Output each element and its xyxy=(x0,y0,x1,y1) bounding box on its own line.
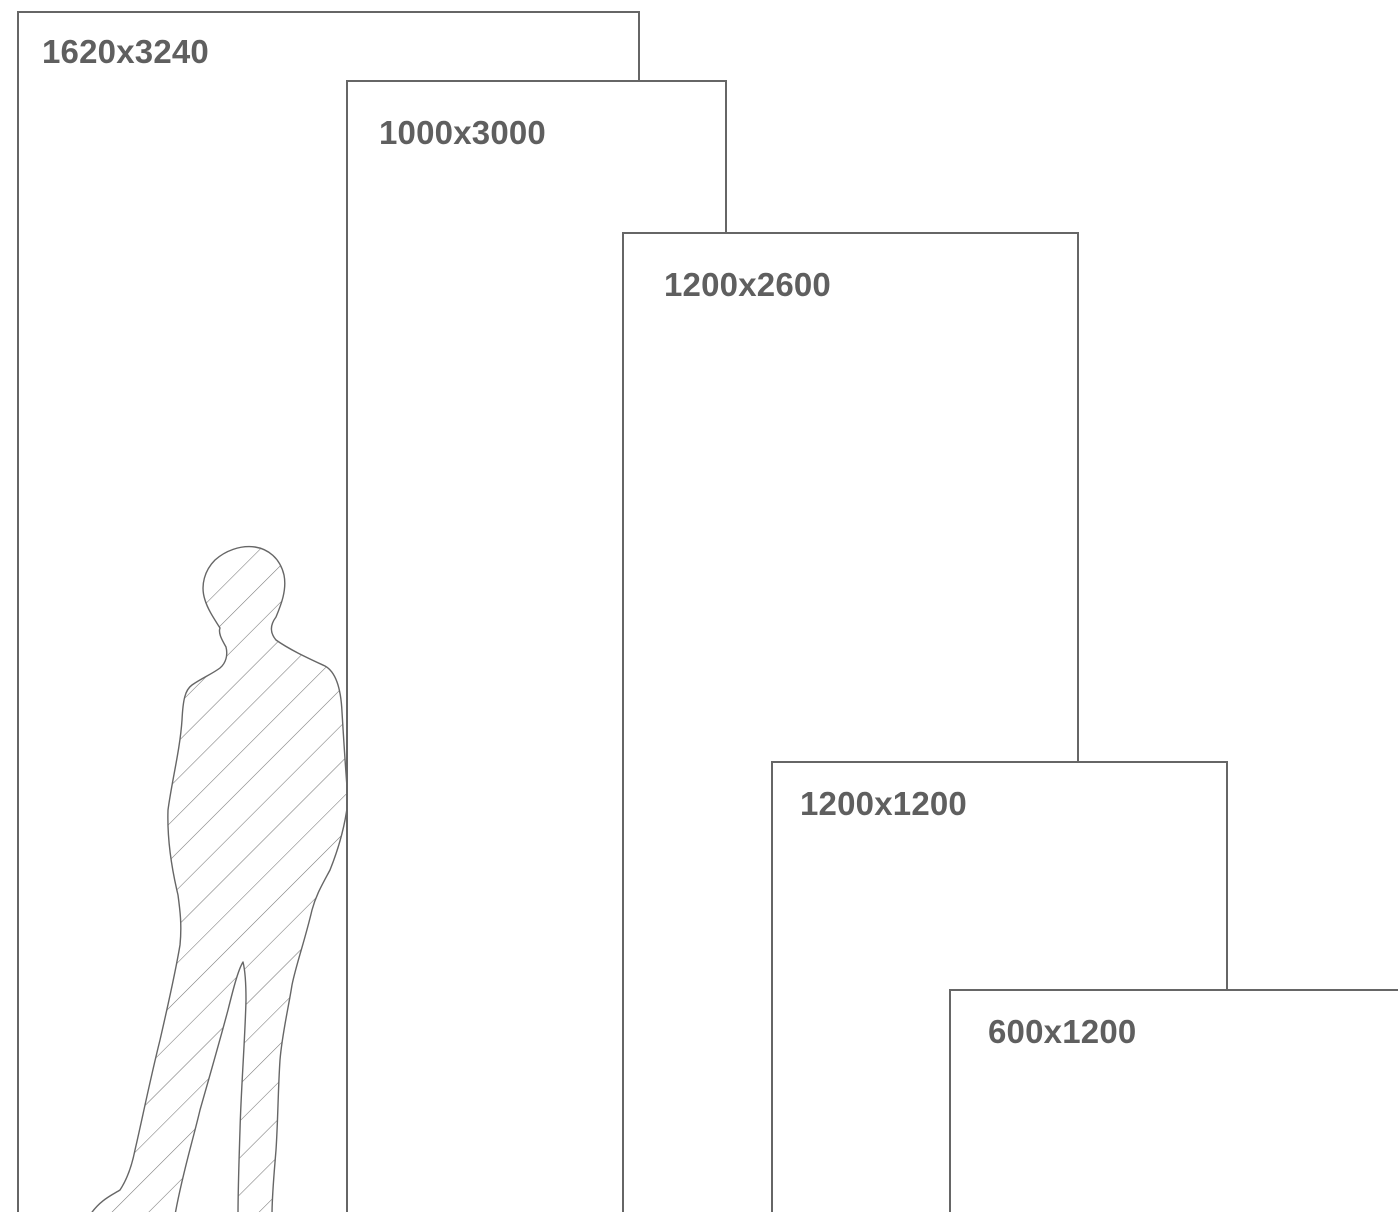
panel-label: 1000x3000 xyxy=(379,114,546,151)
panel-label: 600x1200 xyxy=(988,1013,1137,1050)
panel-label: 1200x1200 xyxy=(800,785,967,822)
panel-label: 1200x2600 xyxy=(664,266,831,303)
panel-label: 1620x3240 xyxy=(42,33,209,70)
panel-600x1200: 600x1200 xyxy=(949,989,1398,1212)
